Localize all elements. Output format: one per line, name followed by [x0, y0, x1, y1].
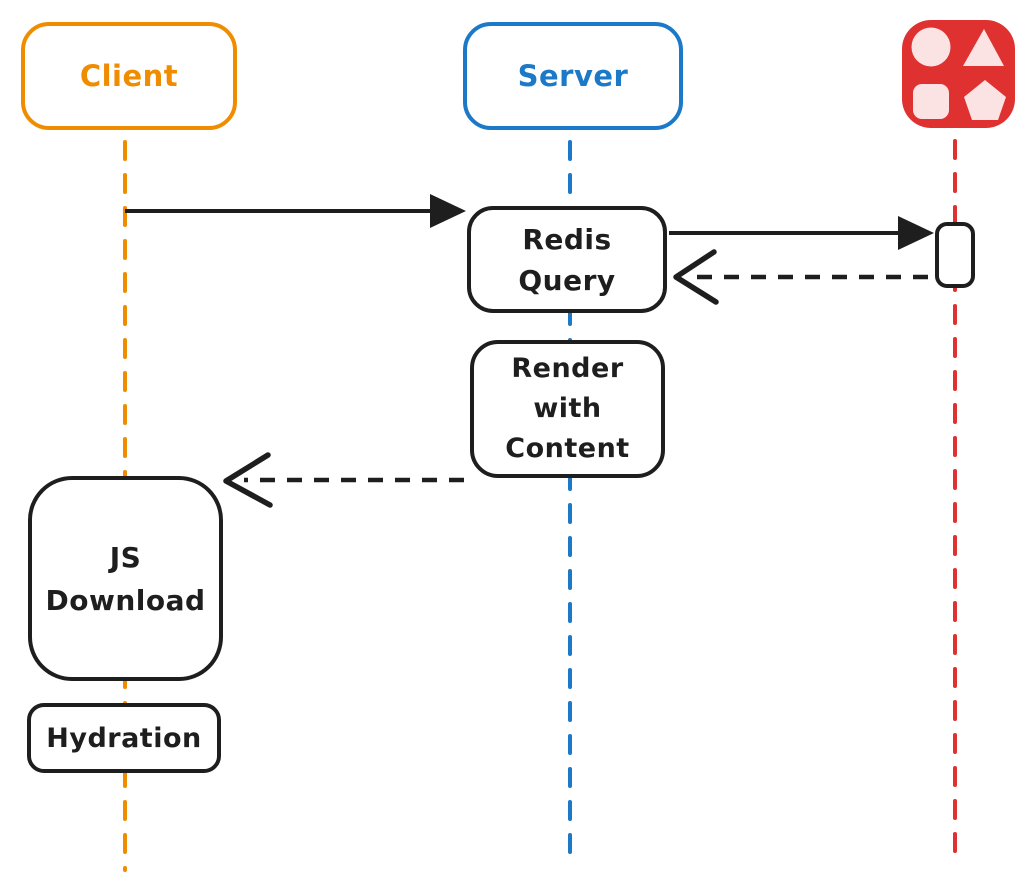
step-render-line1: Render — [511, 353, 624, 384]
server-to-datastore-arrowhead-icon — [898, 216, 934, 250]
server-to-client-chevron-arrowhead-icon — [223, 452, 273, 508]
step-hydration: Hydration — [27, 703, 221, 773]
client-to-server-arrowhead-icon — [430, 194, 466, 228]
step-js-download: JS Download — [28, 476, 223, 681]
circle-shape-icon — [911, 27, 951, 67]
step-render-line3: Content — [505, 433, 630, 464]
step-render-line2: with — [533, 393, 602, 424]
actor-server: Server — [463, 22, 683, 130]
triangle-shape-icon — [963, 29, 1004, 66]
actor-client: Client — [21, 22, 237, 130]
step-redis-query: Redis Query — [467, 206, 667, 313]
step-render-with-content: Render with Content — [470, 340, 665, 478]
datastore-activation-bar — [935, 222, 975, 288]
step-redis-query-line1: Redis — [522, 222, 612, 256]
step-redis-query-line2: Query — [518, 263, 616, 297]
actor-server-label: Server — [517, 59, 629, 93]
pentagon-shape-icon — [964, 80, 1006, 120]
actor-client-label: Client — [79, 59, 179, 93]
step-js-download-line2: Download — [45, 583, 206, 617]
datastore-to-server-chevron-arrowhead-icon — [673, 249, 719, 305]
step-hydration-label: Hydration — [46, 722, 202, 754]
shapes-grid-icon — [902, 20, 1015, 128]
step-js-download-line1: JS — [109, 540, 142, 574]
square-shape-icon — [913, 84, 949, 119]
